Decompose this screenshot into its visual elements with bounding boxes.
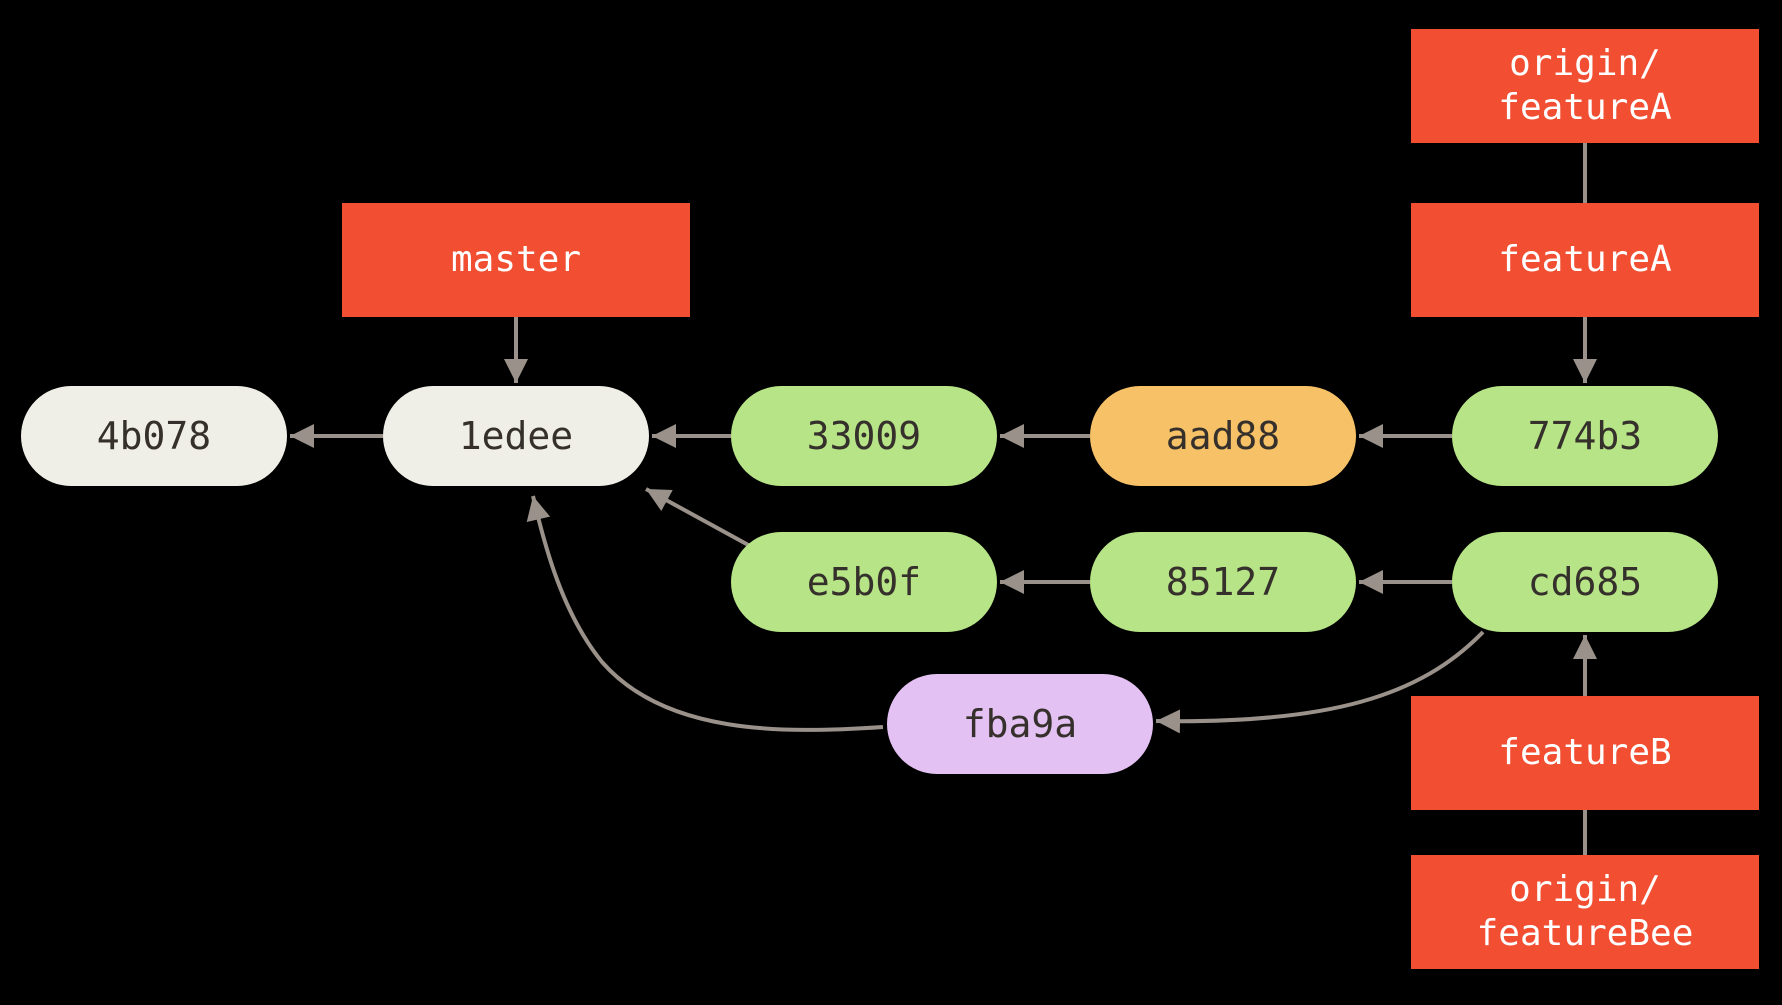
commit-node-aad88: aad88 xyxy=(1090,386,1356,486)
commit-node-4b078: 4b078 xyxy=(21,386,287,486)
commit-node-fba9a: fba9a xyxy=(887,674,1153,774)
branch-box-featureA: featureA xyxy=(1411,203,1759,317)
edge-e5b0f-1edee xyxy=(645,487,753,549)
branch-box-origin-featureA: origin/ featureA xyxy=(1411,29,1759,143)
branch-box-featureB: featureB xyxy=(1411,696,1759,810)
commit-node-1edee: 1edee xyxy=(383,386,649,486)
edge-fba9a-1edee xyxy=(526,495,884,732)
commit-node-cd685: cd685 xyxy=(1452,532,1718,632)
commit-node-e5b0f: e5b0f xyxy=(731,532,997,632)
commit-node-774b3: 774b3 xyxy=(1452,386,1718,486)
edge-cd685-fba9a xyxy=(1155,630,1485,734)
branch-box-origin-featureBee: origin/ featureBee xyxy=(1411,855,1759,969)
branch-box-master: master xyxy=(342,203,690,317)
commit-node-33009: 33009 xyxy=(731,386,997,486)
commit-node-85127: 85127 xyxy=(1090,532,1356,632)
